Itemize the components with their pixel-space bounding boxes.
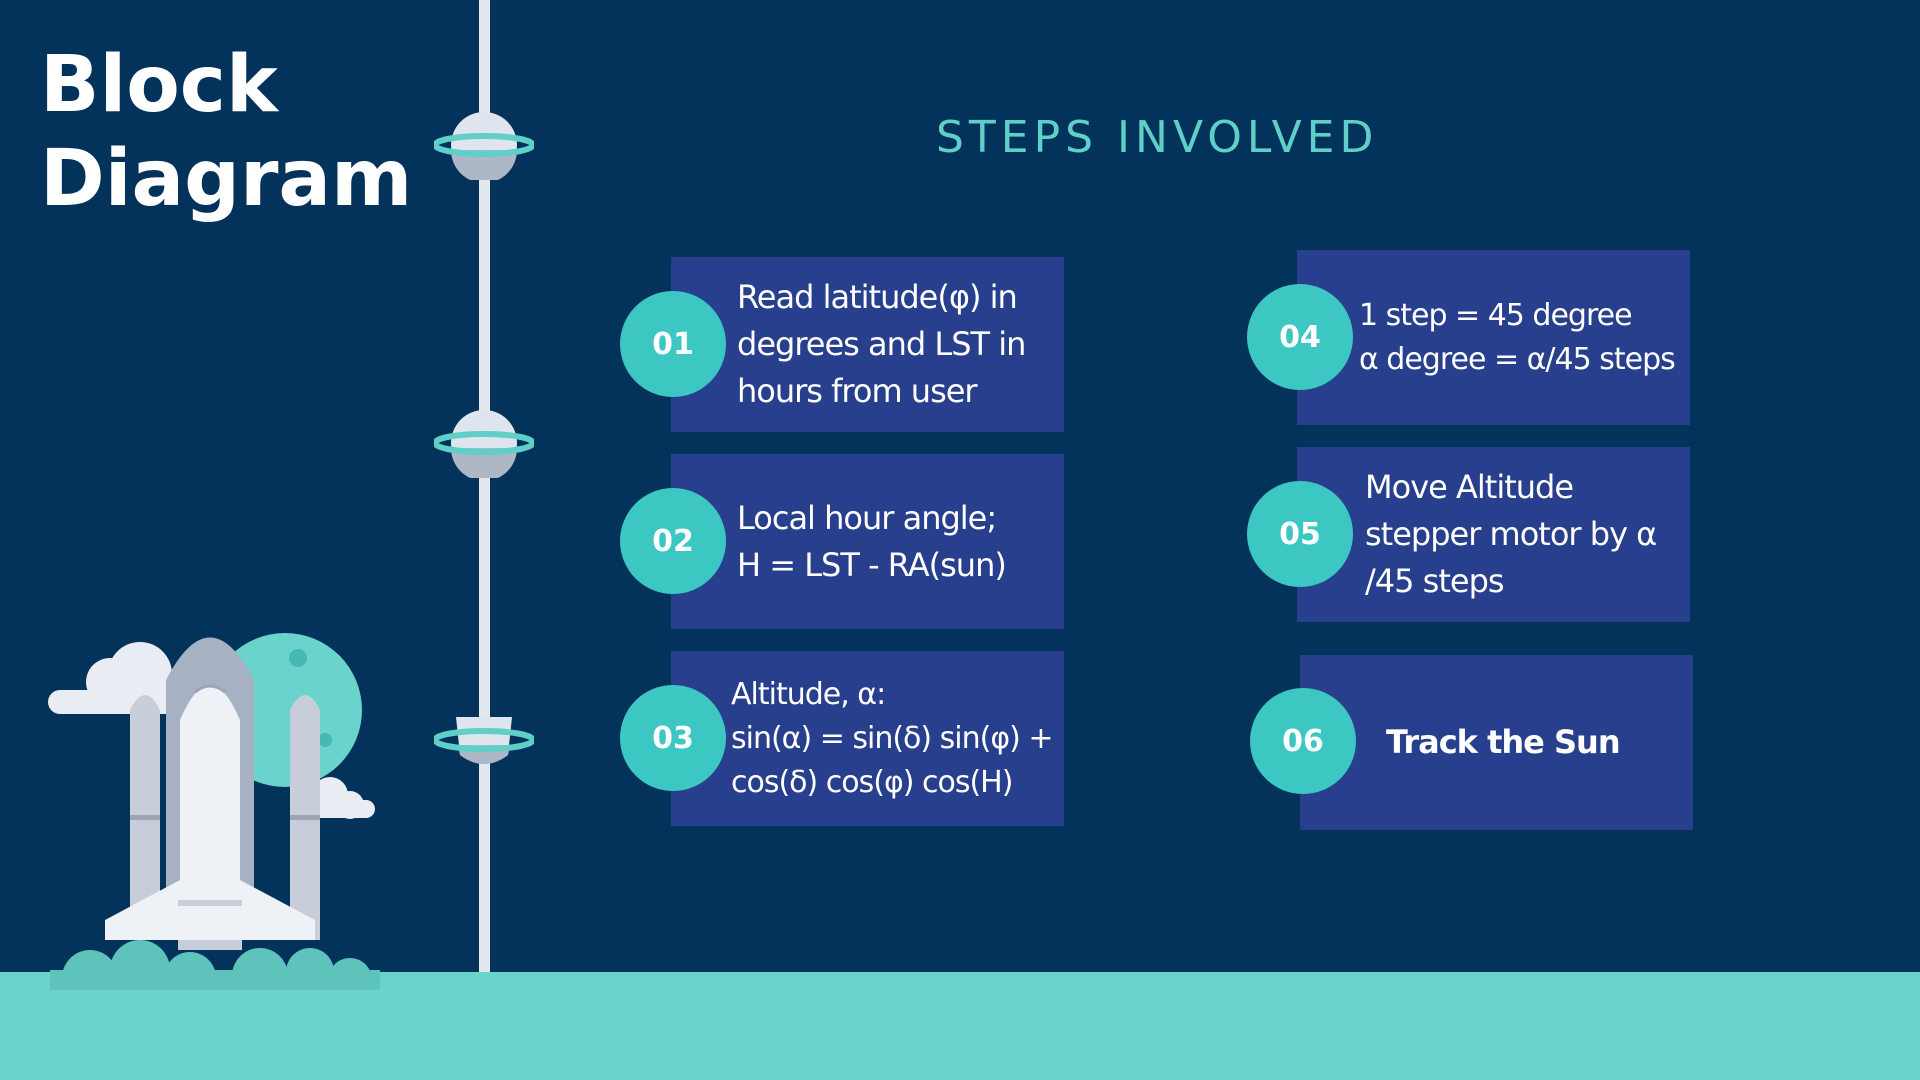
- planet-icon: [434, 410, 534, 478]
- step-box-03: Altitude, α: sin(α) = sin(δ) sin(φ) + co…: [671, 651, 1064, 826]
- step-box-06: Track the Sun: [1300, 655, 1693, 830]
- step-text-02: Local hour angle; H = LST - RA(sun): [737, 454, 1052, 629]
- page-title: Block Diagram: [40, 38, 412, 226]
- step-06-line-1: Track the Sun: [1386, 723, 1621, 761]
- step-05-line-1: Move Altitude: [1365, 468, 1574, 506]
- step-03-line-1: Altitude, α:: [731, 676, 886, 712]
- step-text-03: Altitude, α: sin(α) = sin(δ) sin(φ) + co…: [731, 651, 1054, 826]
- step-text-01: Read latitude(φ) in degrees and LST in h…: [737, 257, 1052, 432]
- planet-icon: [434, 717, 534, 764]
- step-05-line-3: /45 steps: [1365, 562, 1505, 600]
- steps-heading: STEPS INVOLVED: [936, 112, 1379, 163]
- title-line-2: Diagram: [40, 134, 413, 224]
- timeline-line: [479, 0, 490, 972]
- step-text-04: 1 step = 45 degree α degree = α/45 steps: [1359, 250, 1678, 425]
- ground: [0, 972, 1920, 1080]
- step-01-line-3: hours from user: [737, 372, 978, 410]
- step-box-01: Read latitude(φ) in degrees and LST in h…: [671, 257, 1064, 432]
- step-text-06: Track the Sun: [1386, 655, 1681, 830]
- step-box-05: Move Altitude stepper motor by α /45 ste…: [1297, 447, 1690, 622]
- step-number-02: 02: [620, 488, 726, 594]
- step-02-line-1: Local hour angle;: [737, 498, 997, 537]
- planet-icon: [434, 112, 534, 180]
- title-line-1: Block: [40, 40, 278, 130]
- step-04-line-1: 1 step = 45 degree: [1359, 297, 1633, 333]
- step-number-03: 03: [620, 685, 726, 791]
- step-02-line-2: H = LST - RA(sun): [737, 545, 1007, 584]
- rocket-illustration: [48, 633, 380, 990]
- step-04-line-2: α degree = α/45 steps: [1359, 341, 1676, 377]
- step-05-line-2: stepper motor by α: [1365, 515, 1657, 553]
- step-text-05: Move Altitude stepper motor by α /45 ste…: [1365, 447, 1678, 622]
- step-03-line-3: cos(δ) cos(φ) cos(H): [731, 764, 1013, 800]
- step-number-04: 04: [1247, 284, 1353, 390]
- step-box-02: Local hour angle; H = LST - RA(sun): [671, 454, 1064, 629]
- step-01-line-1: Read latitude(φ) in: [737, 278, 1018, 316]
- step-box-04: 1 step = 45 degree α degree = α/45 steps: [1297, 250, 1690, 425]
- step-number-05: 05: [1247, 481, 1353, 587]
- step-number-01: 01: [620, 291, 726, 397]
- step-03-line-2: sin(α) = sin(δ) sin(φ) +: [731, 720, 1054, 756]
- step-number-06: 06: [1250, 688, 1356, 794]
- step-01-line-2: degrees and LST in: [737, 325, 1026, 363]
